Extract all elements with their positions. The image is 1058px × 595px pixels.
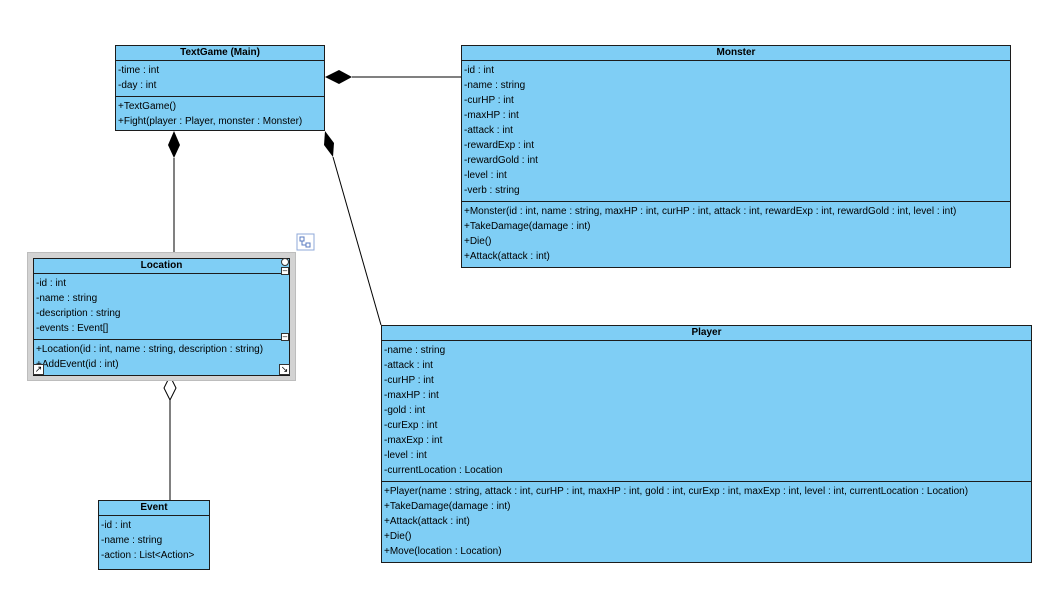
- attribute: -id : int: [464, 65, 495, 76]
- class-location[interactable]: Location -id : int -name : string -descr…: [33, 258, 290, 376]
- attribute: -description : string: [36, 308, 121, 319]
- attribute: -maxHP : int: [384, 390, 439, 401]
- attribute: -verb : string: [464, 185, 520, 196]
- attribute: -currentLocation : Location: [384, 465, 503, 476]
- operations-compartment: +Monster(id : int, name : string, maxHP …: [462, 201, 1010, 267]
- operation: +Die(): [384, 531, 412, 542]
- operation: +Fight(player : Player, monster : Monste…: [118, 116, 303, 127]
- attribute: -level : int: [384, 450, 427, 461]
- class-name: Monster: [462, 46, 1010, 61]
- operation: +TakeDamage(damage : int): [464, 221, 591, 232]
- attribute: -day : int: [118, 80, 157, 91]
- operations-compartment: +Player(name : string, attack : int, cur…: [382, 481, 1031, 562]
- attributes-compartment: -id : int -name : string -description : …: [34, 274, 289, 339]
- attribute: -id : int: [36, 278, 67, 289]
- operation: +TakeDamage(damage : int): [384, 501, 511, 512]
- attribute: -name : string: [36, 293, 98, 304]
- class-name: TextGame (Main): [116, 46, 324, 61]
- attribute: -action : List<Action>: [101, 550, 195, 561]
- attributes-compartment: -name : string -attack : int -curHP : in…: [382, 341, 1031, 481]
- attribute: -rewardExp : int: [464, 140, 535, 151]
- class-player[interactable]: Player -name : string -attack : int -cur…: [381, 325, 1032, 563]
- resource-catalog-icon[interactable]: [296, 233, 315, 251]
- attribute: -maxExp : int: [384, 435, 443, 446]
- attribute: -name : string: [464, 80, 526, 91]
- composition-line-textgame-player[interactable]: [332, 156, 382, 326]
- operation: +Location(id : int, name : string, descr…: [36, 344, 264, 355]
- attribute: -events : Event[]: [36, 323, 109, 334]
- resize-corner-icon[interactable]: ↘: [279, 364, 290, 375]
- operation: +Move(location : Location): [384, 546, 502, 557]
- class-event[interactable]: Event -id : int -name : string -action :…: [98, 500, 210, 570]
- operation: +Attack(attack : int): [464, 251, 550, 262]
- attribute: -time : int: [118, 65, 160, 76]
- collapse-attributes-icon[interactable]: –: [281, 266, 289, 275]
- aggregation-diamond-event: [163, 374, 177, 402]
- diamond-handle-icon[interactable]: [281, 258, 289, 266]
- attribute: -maxHP : int: [464, 110, 519, 121]
- class-name: Event: [99, 501, 209, 516]
- composition-diamond-player: [324, 131, 334, 157]
- operations-compartment: +Location(id : int, name : string, descr…: [34, 339, 289, 375]
- composition-diamond-monster: [325, 70, 352, 84]
- attributes-compartment: -id : int -name : string -action : List<…: [99, 516, 209, 566]
- operation: +TextGame(): [118, 101, 177, 112]
- operation: +AddEvent(id : int): [36, 359, 119, 370]
- collapse-operations-icon[interactable]: –: [281, 332, 289, 341]
- attribute: -attack : int: [384, 360, 433, 371]
- class-name: Player: [382, 326, 1031, 341]
- attribute: -name : string: [384, 345, 446, 356]
- class-monster[interactable]: Monster -id : int -name : string -curHP …: [461, 45, 1011, 268]
- attribute: -curHP : int: [464, 95, 514, 106]
- attribute: -gold : int: [384, 405, 426, 416]
- class-name: Location: [34, 259, 289, 274]
- attribute: -curHP : int: [384, 375, 434, 386]
- operation: +Player(name : string, attack : int, cur…: [384, 486, 969, 497]
- attributes-compartment: -id : int -name : string -curHP : int -m…: [462, 61, 1010, 201]
- attribute: -level : int: [464, 170, 507, 181]
- attribute: -curExp : int: [384, 420, 438, 431]
- composition-diamond-location: [168, 131, 180, 158]
- operation: +Monster(id : int, name : string, maxHP …: [464, 206, 957, 217]
- attribute: -attack : int: [464, 125, 513, 136]
- operation: +Attack(attack : int): [384, 516, 470, 527]
- operations-compartment: +TextGame() +Fight(player : Player, mons…: [116, 96, 324, 132]
- class-textgame-main[interactable]: TextGame (Main) -time : int -day : int +…: [115, 45, 325, 131]
- attribute: -id : int: [101, 520, 132, 531]
- attributes-compartment: -time : int -day : int: [116, 61, 324, 96]
- operation: +Die(): [464, 236, 492, 247]
- resize-arrow-icon[interactable]: ↗: [33, 364, 44, 375]
- attribute: -name : string: [101, 535, 163, 546]
- attribute: -rewardGold : int: [464, 155, 538, 166]
